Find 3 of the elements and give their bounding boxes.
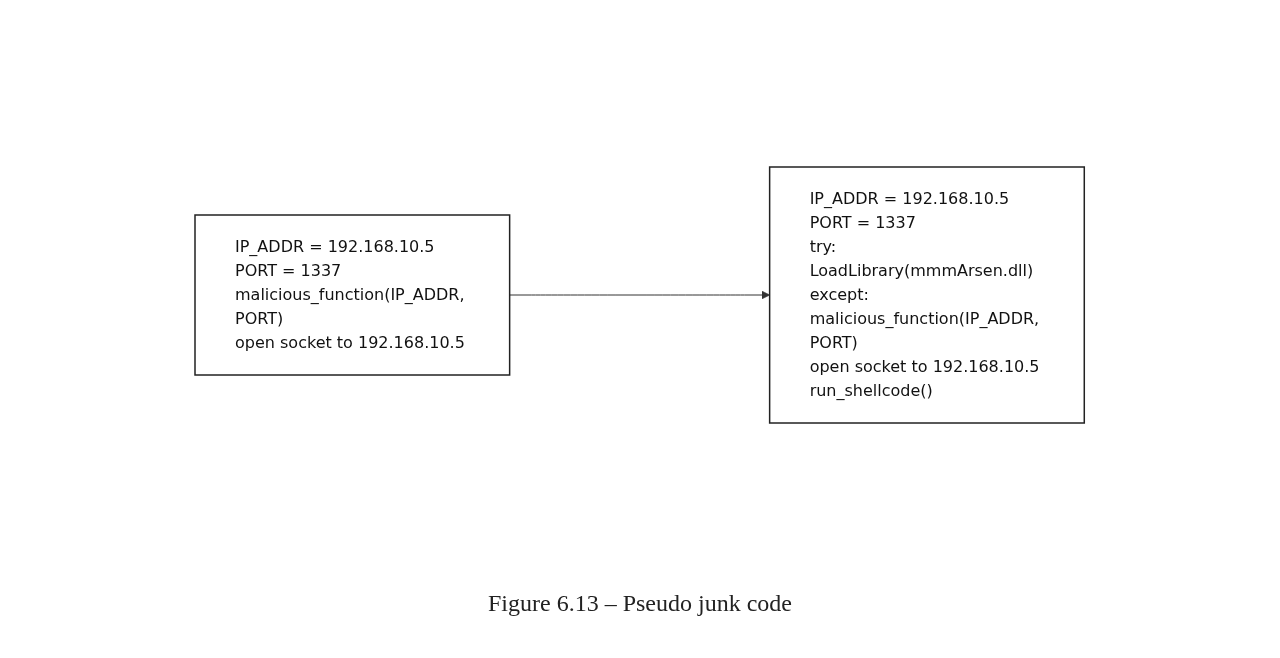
figure-caption: Figure 6.13 – Pseudo junk code bbox=[488, 590, 792, 616]
code-box: IP_ADDR = 192.168.10.5 PORT = 1337 try: LoadLibrary(mmmArsen.dll) except: malicious_function(IP_ADDR, PORT) open socket to 192.168.10.5 run_shellcode() bbox=[769, 166, 1086, 424]
code-box: IP_ADDR = 192.168.10.5 PORT = 1337 malicious_function(IP_ADDR, PORT) open socket to 192.168.10.5 bbox=[194, 214, 511, 376]
